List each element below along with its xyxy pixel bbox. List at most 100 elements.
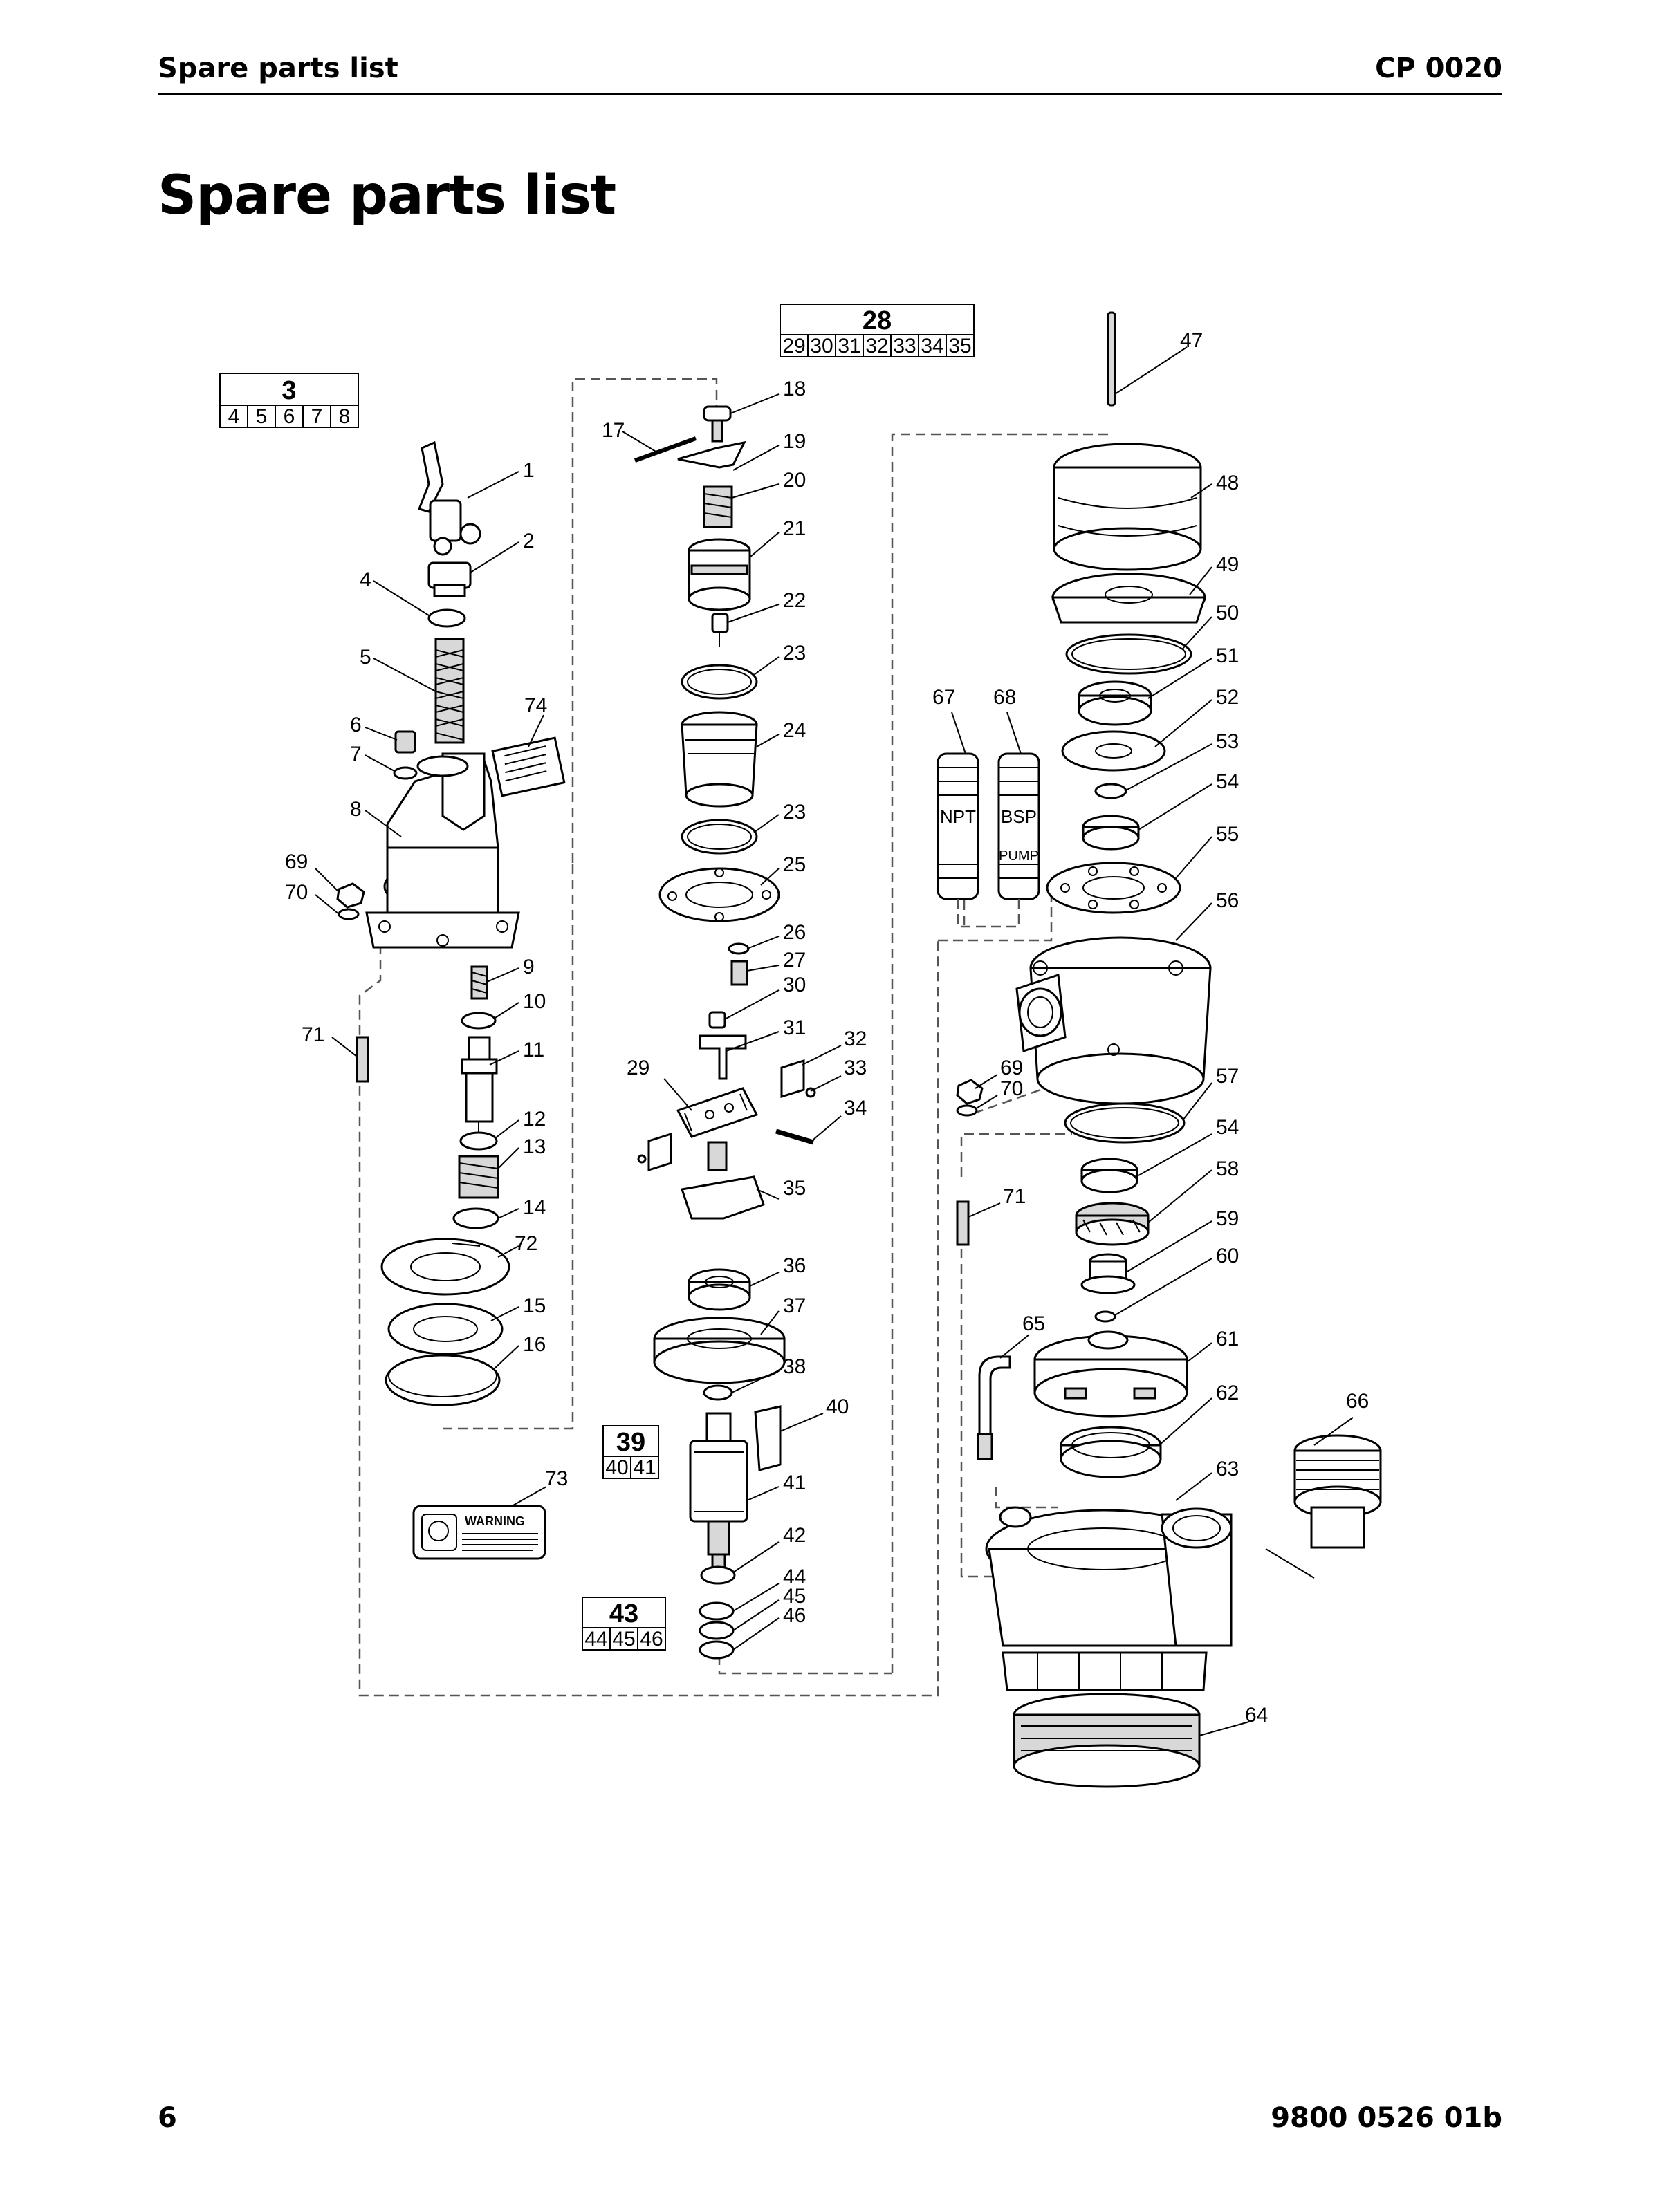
svg-text:33: 33: [893, 335, 916, 357]
part-label: 70: [1000, 1077, 1023, 1100]
part-label: 7: [350, 743, 362, 765]
part-label: 45: [783, 1585, 806, 1608]
svg-text:7: 7: [311, 405, 323, 428]
right-column-parts: NPT BSP PUMP: [937, 311, 1382, 1788]
left-column-parts: WARNING: [336, 440, 566, 1560]
kit-group-28-id: 28: [863, 306, 892, 335]
part-label: 49: [1216, 553, 1239, 576]
part-label: 6: [350, 714, 362, 736]
svg-text:45: 45: [612, 1628, 635, 1651]
part-label: 48: [1216, 472, 1239, 494]
part-label: 71: [1003, 1185, 1026, 1208]
part-label: 11: [523, 1039, 544, 1061]
hose-tag-npt: NPT: [940, 806, 976, 827]
part-label: 73: [545, 1467, 568, 1490]
part-label: 67: [932, 686, 955, 709]
part-label: 25: [783, 853, 806, 876]
svg-text:8: 8: [339, 405, 351, 428]
header-rule: [158, 93, 1502, 95]
part-label: 59: [1216, 1207, 1239, 1230]
part-label: 46: [783, 1604, 806, 1627]
part-labels: 1 2 4 5 6 7 8 9 10 11 12 13 14 15 16 17 …: [285, 329, 1369, 1727]
part-label: 23: [783, 642, 806, 664]
document-number: 9800 0526 01b: [1271, 2102, 1502, 2134]
svg-text:34: 34: [921, 335, 943, 357]
kit-group-43-id: 43: [609, 1599, 638, 1628]
part-label: 31: [783, 1016, 806, 1039]
part-label: 54: [1216, 1116, 1239, 1139]
part-label: 21: [783, 517, 806, 540]
part-label: 10: [523, 990, 546, 1013]
part-label: 32: [844, 1028, 867, 1050]
kit-group-3-id: 3: [282, 376, 296, 405]
part-label: 27: [783, 949, 806, 972]
part-label: 60: [1216, 1245, 1239, 1267]
svg-text:41: 41: [633, 1456, 656, 1479]
part-label: 72: [515, 1232, 537, 1255]
part-label: 63: [1216, 1458, 1239, 1480]
part-label: 35: [783, 1177, 806, 1200]
part-label: 17: [602, 419, 625, 442]
kit-group-28: 28 29 30 31 32 33 34 35: [780, 304, 975, 357]
part-label: 44: [783, 1565, 806, 1588]
hose-tag-pump: PUMP: [999, 848, 1039, 864]
part-label: 58: [1216, 1158, 1239, 1180]
part-label: 34: [844, 1097, 867, 1119]
part-label: 40: [826, 1395, 849, 1418]
svg-text:32: 32: [865, 335, 888, 357]
svg-text:6: 6: [284, 405, 295, 428]
kit-group-39-id: 39: [616, 1428, 645, 1457]
header-model: CP 0020: [1375, 53, 1502, 84]
part-label: 66: [1346, 1390, 1369, 1413]
part-label: 2: [523, 530, 535, 552]
part-label: 74: [524, 694, 547, 717]
part-label: 30: [783, 974, 806, 996]
part-label: 69: [1000, 1057, 1023, 1079]
header-title: Spare parts list: [158, 53, 398, 84]
svg-text:31: 31: [838, 335, 860, 357]
part-label: 13: [523, 1135, 546, 1158]
part-label: 36: [783, 1254, 806, 1277]
part-label: 69: [285, 851, 308, 873]
part-label: 61: [1216, 1328, 1239, 1350]
svg-text:4: 4: [228, 405, 240, 428]
svg-text:35: 35: [948, 335, 971, 357]
part-label: 64: [1245, 1704, 1268, 1727]
part-label: 4: [360, 568, 371, 591]
part-label: 29: [627, 1057, 649, 1079]
part-label: 19: [783, 430, 806, 453]
part-label: 16: [523, 1333, 546, 1356]
part-label: 26: [783, 921, 806, 944]
part-label: 52: [1216, 686, 1239, 709]
part-label: 47: [1180, 329, 1203, 352]
kit-group-43: 43 44 45 46: [582, 1597, 666, 1651]
part-label: 68: [993, 686, 1016, 709]
part-label: 56: [1216, 889, 1239, 912]
part-label: 71: [302, 1023, 324, 1046]
hose-tag-bsp: BSP: [1001, 806, 1037, 827]
part-label: 42: [783, 1524, 806, 1547]
part-label: 23: [783, 801, 806, 824]
kit-group-39: 39 40 41: [602, 1425, 659, 1479]
part-label: 57: [1216, 1065, 1239, 1088]
part-label: 22: [783, 589, 806, 612]
part-label: 8: [350, 798, 362, 821]
part-label: 38: [783, 1355, 806, 1378]
warning-label-text: WARNING: [465, 1514, 525, 1528]
part-label: 62: [1216, 1382, 1239, 1404]
part-label: 1: [523, 459, 535, 482]
svg-text:29: 29: [782, 335, 805, 357]
part-label: 65: [1022, 1312, 1045, 1335]
part-label: 55: [1216, 823, 1239, 846]
part-label: 51: [1216, 644, 1239, 667]
svg-text:30: 30: [810, 335, 833, 357]
svg-text:46: 46: [640, 1628, 663, 1651]
part-label: 20: [783, 469, 806, 492]
part-label: 24: [783, 719, 806, 742]
part-label: 9: [523, 956, 535, 978]
svg-text:40: 40: [605, 1456, 628, 1479]
svg-text:5: 5: [256, 405, 268, 428]
part-label: 54: [1216, 770, 1239, 793]
center-column-parts: [634, 405, 816, 1660]
